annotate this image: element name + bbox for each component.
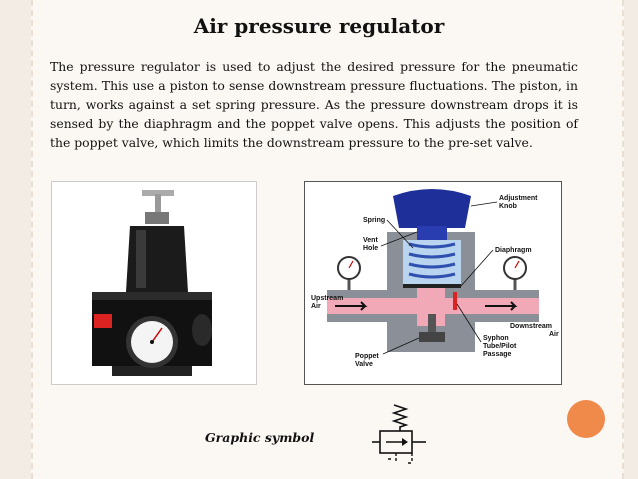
label-passage: Passage xyxy=(483,351,512,358)
label-vent: Vent xyxy=(363,237,378,244)
label-downstream: Downstream xyxy=(510,323,552,330)
graphic-symbol-caption: Graphic symbol xyxy=(205,430,315,445)
slide-title: Air pressure regulator xyxy=(193,14,445,38)
regulator-graphic-symbol xyxy=(372,403,428,467)
label-tube-pilot: Tube/Pilot xyxy=(483,343,517,350)
label-hole: Hole xyxy=(363,245,378,252)
label-upstream: Upstream xyxy=(311,295,343,302)
label-spring: Spring xyxy=(363,217,385,224)
regulator-cutaway-diagram: Adjustment Knob Spring Vent Hole Diaphra… xyxy=(304,181,562,385)
decorative-orange-dot xyxy=(567,400,605,438)
body-paragraph: The pressure regulator is used to adjust… xyxy=(50,59,578,150)
label-knob: Knob xyxy=(499,203,517,210)
label-adjustment: Adjustment xyxy=(499,195,538,202)
label-downstream-air: Air xyxy=(549,331,559,338)
label-syphon: Syphon xyxy=(483,335,509,342)
regulator-photo xyxy=(51,181,257,385)
label-upstream-air: Air xyxy=(311,303,321,310)
label-poppet: Poppet xyxy=(355,353,379,360)
label-valve: Valve xyxy=(355,361,373,368)
label-diaphragm: Diaphragm xyxy=(495,247,532,254)
